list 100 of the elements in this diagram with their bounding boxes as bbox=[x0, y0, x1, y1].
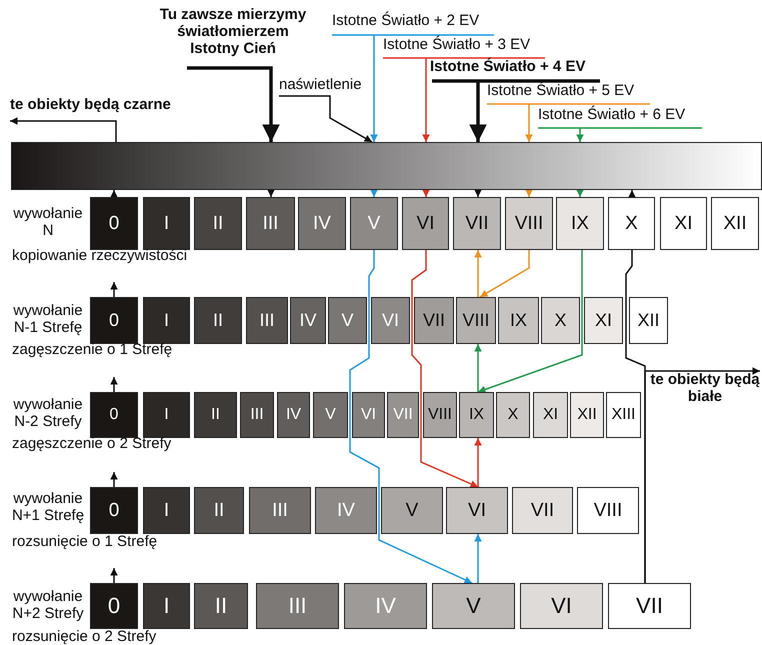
zone-box: XI bbox=[533, 392, 568, 438]
zone-box: VIII bbox=[456, 297, 496, 344]
zone-box: II bbox=[194, 297, 242, 344]
arrow bbox=[383, 57, 546, 142]
zone-box: IX bbox=[556, 197, 604, 250]
zone-box: III bbox=[256, 583, 339, 629]
zone-box: X bbox=[496, 392, 530, 438]
zone-box: VIII bbox=[505, 197, 553, 250]
arrow bbox=[187, 66, 280, 142]
arrow bbox=[474, 190, 482, 197]
arrow bbox=[474, 250, 482, 297]
zone-box: I bbox=[143, 583, 190, 629]
zone-box: 0 bbox=[90, 197, 138, 250]
zone-box: 0 bbox=[90, 297, 138, 344]
arrow bbox=[474, 344, 482, 392]
zone-box: XI bbox=[584, 297, 623, 344]
zone-box: VI bbox=[520, 583, 603, 629]
arrow bbox=[332, 34, 495, 142]
zone-box: XII bbox=[570, 392, 604, 438]
zone-box: IV bbox=[315, 487, 377, 534]
annotation-text: te obiekty będą białe bbox=[650, 371, 760, 411]
zone-box: V bbox=[381, 487, 443, 534]
arrow bbox=[110, 282, 118, 297]
zone-box: II bbox=[194, 583, 248, 629]
arrow bbox=[10, 117, 117, 142]
zone-box: 0 bbox=[90, 392, 138, 438]
arrow bbox=[411, 250, 478, 488]
arrow bbox=[279, 95, 372, 143]
zone-box: VI bbox=[352, 392, 385, 438]
zone-box: VI bbox=[371, 297, 410, 344]
arrow bbox=[525, 190, 533, 197]
zone-box: 0 bbox=[90, 583, 138, 629]
zone-box: IV bbox=[298, 197, 346, 250]
arrow bbox=[110, 472, 118, 487]
zone-box: I bbox=[143, 392, 190, 438]
zone-box: VII bbox=[512, 487, 573, 534]
zone-box: II bbox=[194, 392, 237, 438]
zone-box: III bbox=[249, 487, 311, 534]
zone-box: XI bbox=[660, 197, 707, 250]
zone-box: IX bbox=[459, 392, 494, 438]
annotation-text: Tu zawsze mierzymy światłomierzem Istotny Cień bbox=[155, 6, 311, 68]
arrow bbox=[267, 190, 275, 197]
row-caption: rozsunięcie o 2 Strefy bbox=[12, 628, 158, 645]
arrow bbox=[474, 438, 482, 487]
arrow bbox=[349, 250, 472, 584]
zone-box: VIII bbox=[577, 487, 639, 534]
zone-box: V bbox=[432, 583, 515, 629]
zone-box: XII bbox=[629, 297, 668, 344]
zone-box: I bbox=[143, 487, 190, 534]
row-label: wywołanie N+2 Strefy bbox=[11, 588, 85, 622]
zone-box: XII bbox=[711, 197, 759, 250]
zone-box: VII bbox=[414, 297, 454, 344]
arrow bbox=[110, 190, 118, 198]
arrow bbox=[110, 377, 118, 392]
arrow bbox=[474, 534, 482, 583]
connector-line bbox=[625, 250, 646, 583]
row-caption: rozsunięcie o 1 Strefę bbox=[12, 533, 158, 550]
row-caption: zagęszczenie o 2 Strefy bbox=[12, 435, 172, 452]
annotation-text: Istotne Światło + 6 EV bbox=[538, 106, 704, 128]
zone-box: VI bbox=[446, 487, 508, 534]
arrow bbox=[370, 190, 378, 197]
zone-box: IX bbox=[498, 297, 539, 344]
zone-box: IV bbox=[277, 392, 310, 438]
arrow bbox=[628, 190, 636, 198]
annotation-text: naświetlenie bbox=[279, 76, 371, 96]
row-caption: zagęszczenie o 1 Strefę bbox=[12, 341, 174, 358]
arrow bbox=[110, 568, 118, 583]
zone-box: X bbox=[608, 197, 655, 250]
arrow bbox=[432, 79, 602, 142]
arrow bbox=[422, 190, 430, 197]
zone-box: III bbox=[240, 392, 274, 438]
zone-box: VII bbox=[387, 392, 419, 438]
arrow bbox=[487, 103, 651, 142]
zone-box: VIII bbox=[423, 392, 457, 438]
zone-box: VII bbox=[608, 583, 691, 629]
zone-box: V bbox=[328, 297, 367, 344]
zone-box: III bbox=[246, 297, 288, 344]
row-label: wywołanie N bbox=[12, 205, 84, 239]
annotation-text: Istotne Światło + 5 EV bbox=[487, 82, 653, 104]
zone-box: IV bbox=[290, 297, 326, 344]
zone-box: X bbox=[541, 297, 580, 344]
annotation-text: Istotne Światło + 3 EV bbox=[383, 36, 547, 58]
zone-box: II bbox=[194, 197, 242, 250]
zone-box: II bbox=[194, 487, 244, 534]
arrow bbox=[576, 190, 584, 197]
annotation-text: Istotne Światło + 4 EV bbox=[430, 58, 602, 81]
row-label: wywołanie N-1 Strefę bbox=[12, 302, 84, 336]
zone-box: XIII bbox=[606, 392, 641, 438]
arrow bbox=[480, 250, 530, 298]
zone-box: VI bbox=[402, 197, 449, 250]
zone-box: IV bbox=[344, 583, 427, 629]
annotation-text: te obiekty będą czarne bbox=[10, 96, 202, 121]
zone-box: V bbox=[350, 197, 398, 250]
row-label: wywołanie N-2 Strefy bbox=[12, 396, 84, 430]
zone-box: VII bbox=[453, 197, 501, 250]
row-label: wywołanie N+1 Strefę bbox=[10, 490, 86, 524]
arrow bbox=[538, 127, 703, 142]
gradient-bar bbox=[11, 142, 762, 190]
zone-box: 0 bbox=[90, 487, 138, 534]
arrow bbox=[478, 250, 583, 394]
